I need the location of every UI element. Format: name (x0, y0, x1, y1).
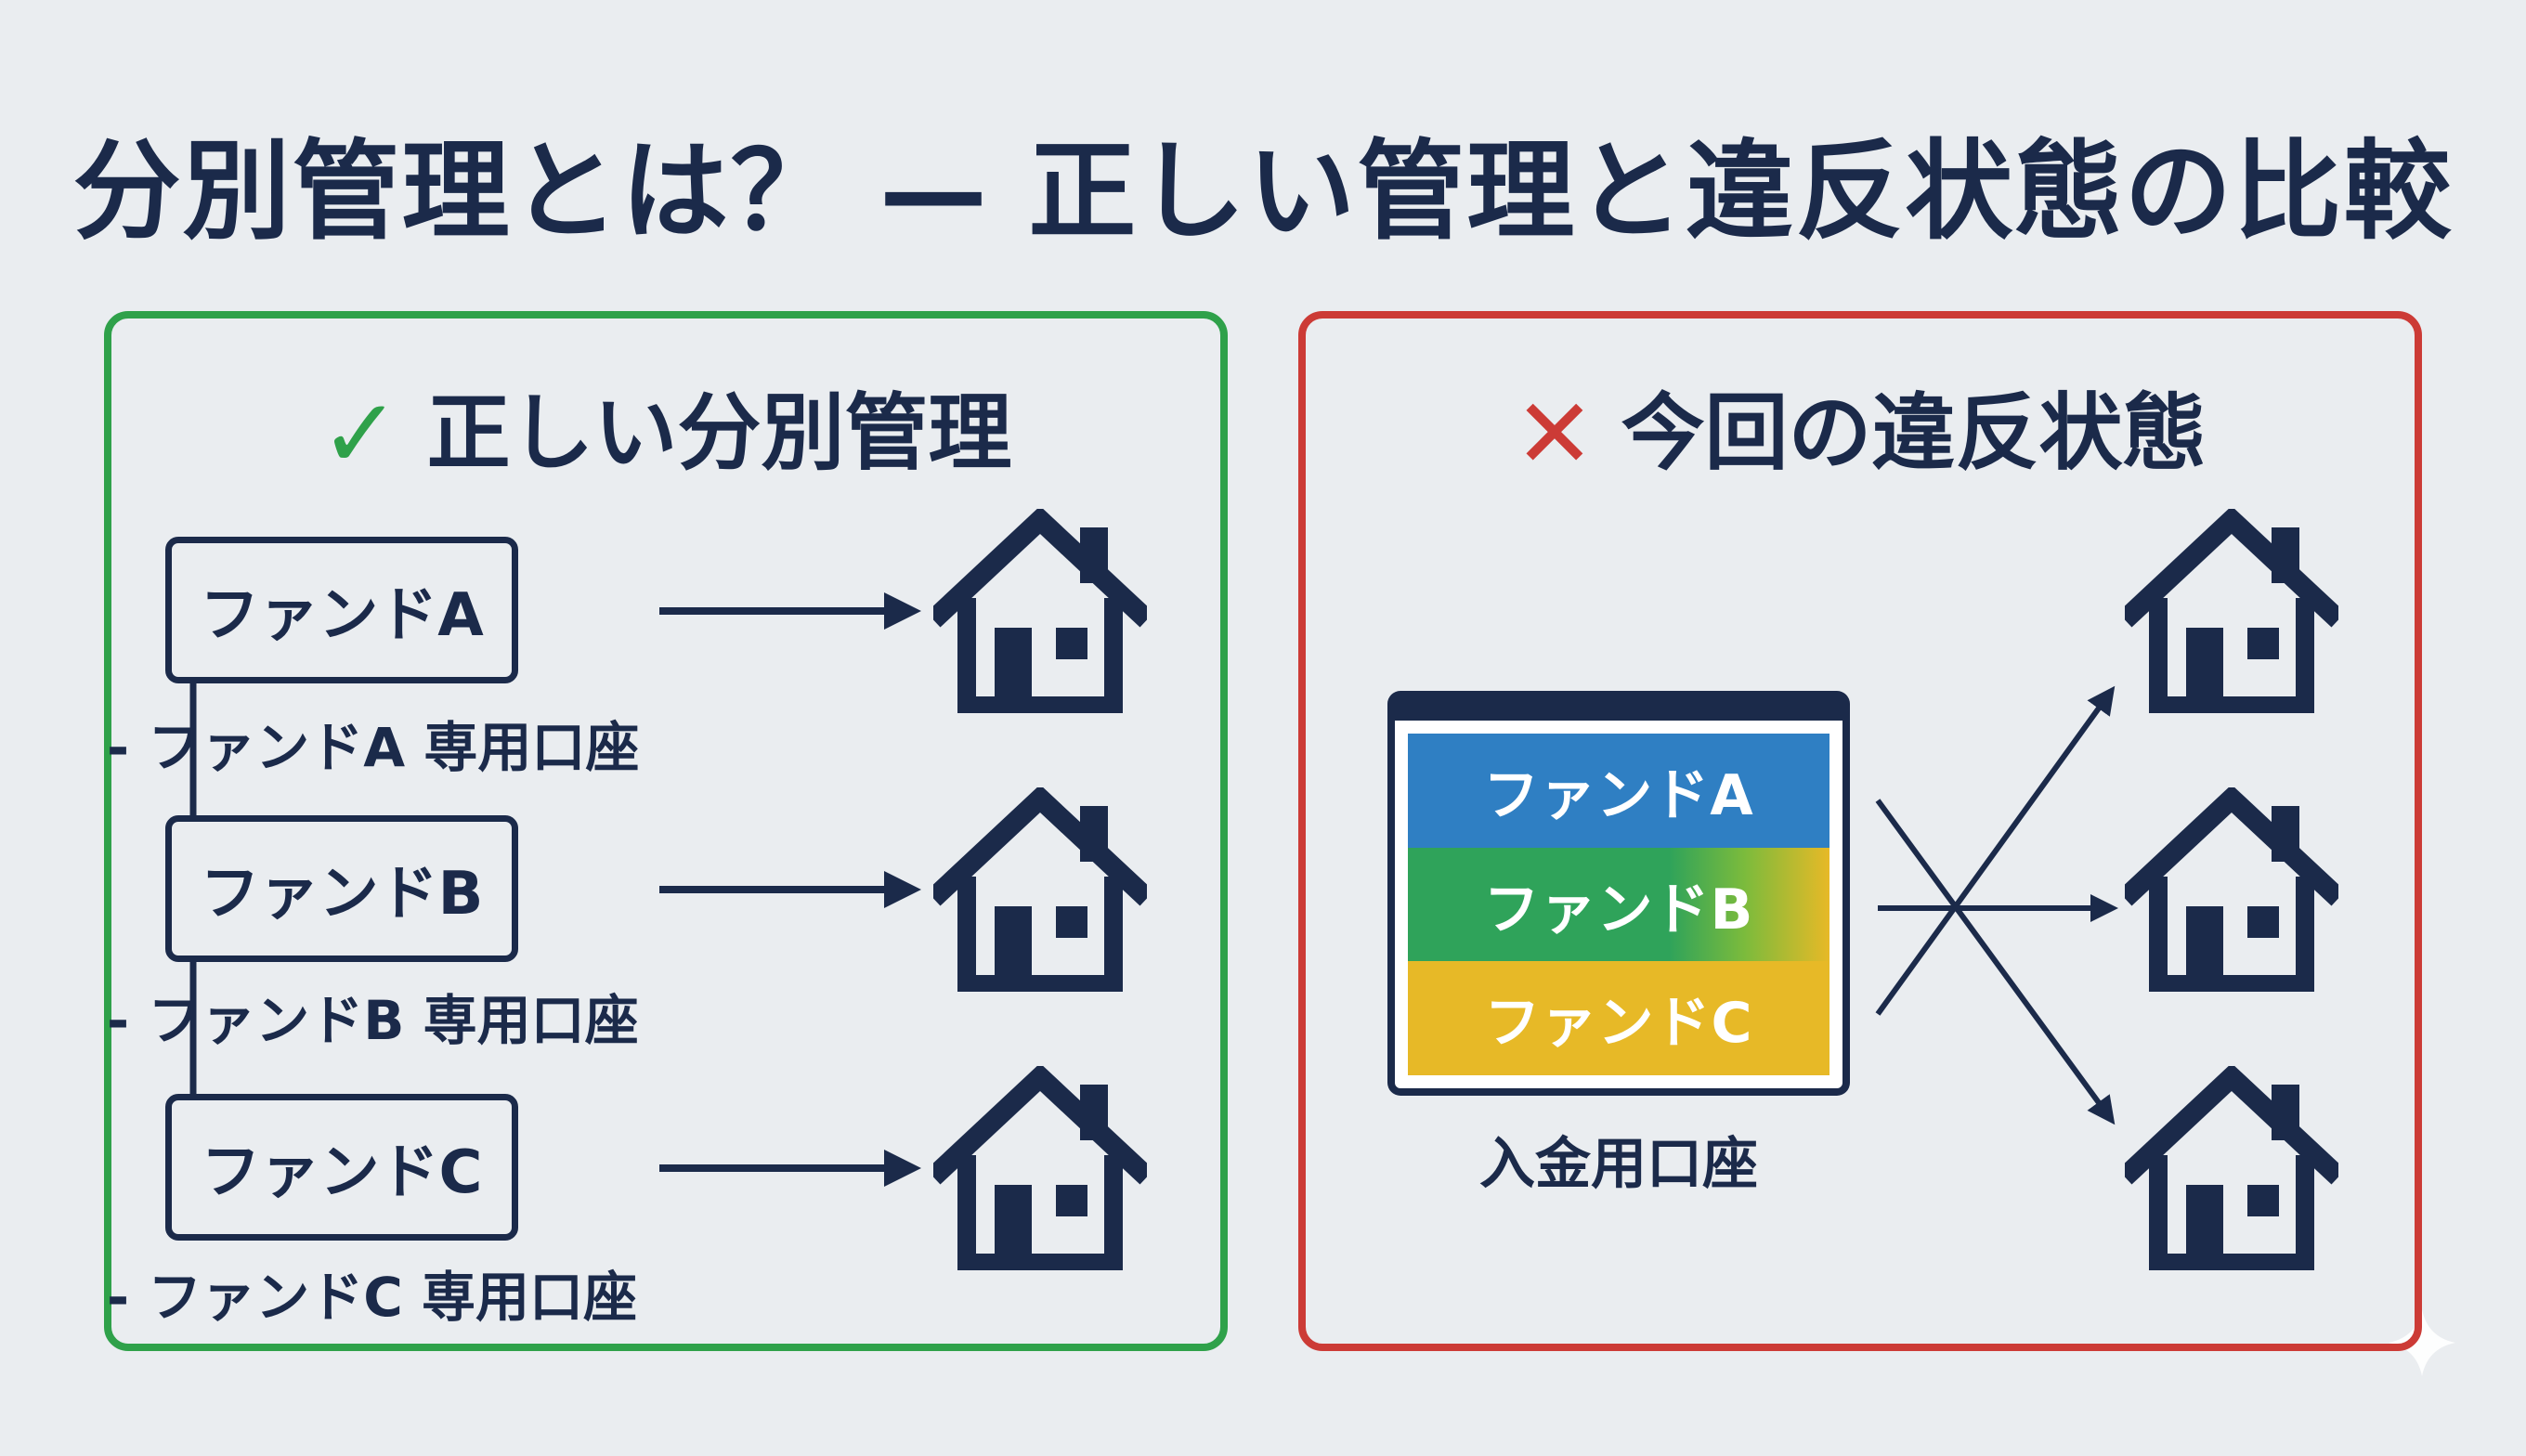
fund-box-b: ファンドB (165, 815, 518, 962)
sparkle-icon (2389, 1309, 2455, 1376)
arrow-icon (1875, 799, 2116, 1125)
violation-panel: ✕ 今回の違反状態 (1298, 311, 2422, 1351)
panel-heading-text: 正しい分別管理 (426, 384, 1012, 482)
account-label-b: - ファンドB 専用口座 (107, 989, 639, 1052)
panel-heading-correct: ✓ 正しい分別管理 (111, 365, 1220, 490)
panel-heading-text: 今回の違反状態 (1621, 384, 2207, 482)
right-arrows (1875, 685, 2118, 1125)
account-label-c: - ファンドC 専用口座 (107, 1266, 638, 1329)
correct-management-panel: ✓ 正しい分別管理 (104, 311, 1228, 1351)
left-arrows (659, 592, 921, 1187)
arrow-icon (1875, 685, 2116, 1016)
check-icon: ✓ (319, 377, 401, 490)
fund-box-c: ファンドC (165, 1094, 518, 1241)
stripe-fund-c: ファンドC (1408, 961, 1829, 1076)
deposit-account-window: ファンドA ファンドB ファンドC (1387, 691, 1850, 1096)
fund-box-a: ファンドA (165, 537, 518, 683)
page-title: 分別管理とは？ — 正しい管理と違反状態の比較 (72, 129, 2454, 254)
stripe-fund-a: ファンドA (1408, 734, 1829, 848)
cross-icon: ✕ (1514, 377, 1595, 490)
account-label-a: - ファンドA 専用口座 (107, 716, 640, 779)
panel-heading-violation: ✕ 今回の違反状態 (1306, 365, 2415, 490)
deposit-account-label: 入金用口座 (1479, 1132, 1758, 1197)
stripe-fund-b: ファンドB (1408, 847, 1829, 962)
